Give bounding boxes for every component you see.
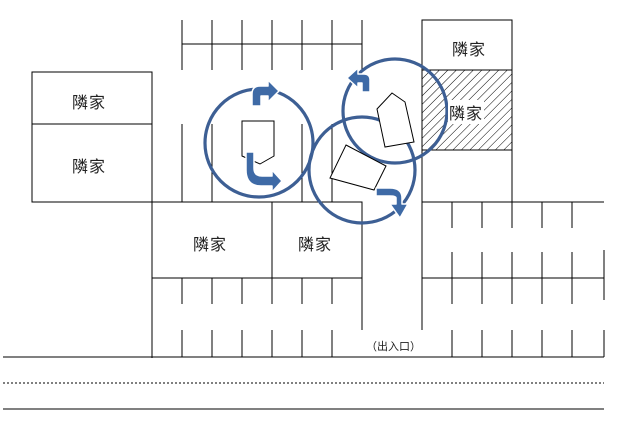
- car-outline-icon: [376, 92, 415, 148]
- curved-arrow-icon: [346, 67, 371, 93]
- entrance-label: （出入口）: [366, 340, 421, 353]
- house-bottom-mid-right-outline: [271, 201, 363, 279]
- curved-arrow-icon: [375, 187, 409, 219]
- house-label-bottom-mid-left: 隣家: [193, 235, 228, 254]
- house-label-hatched: 隣家: [448, 100, 485, 124]
- house-left-lower-outline: [31, 123, 153, 203]
- house-label-left-lower: 隣家: [72, 157, 107, 176]
- turn-circle-lower-right: [307, 115, 417, 225]
- curved-arrow-icon: [251, 79, 280, 107]
- parking-stall-dividers: [181, 20, 605, 357]
- house-label-bottom-mid-right: 隣家: [298, 235, 333, 254]
- curved-arrow-icon: [245, 151, 283, 193]
- turn-arrows: [245, 67, 409, 219]
- turn-circle-upper-right: [341, 57, 449, 165]
- house-label-top-right: 隣家: [452, 40, 487, 59]
- car-outline-icon: [329, 144, 387, 191]
- house-label-left-upper: 隣家: [72, 93, 107, 112]
